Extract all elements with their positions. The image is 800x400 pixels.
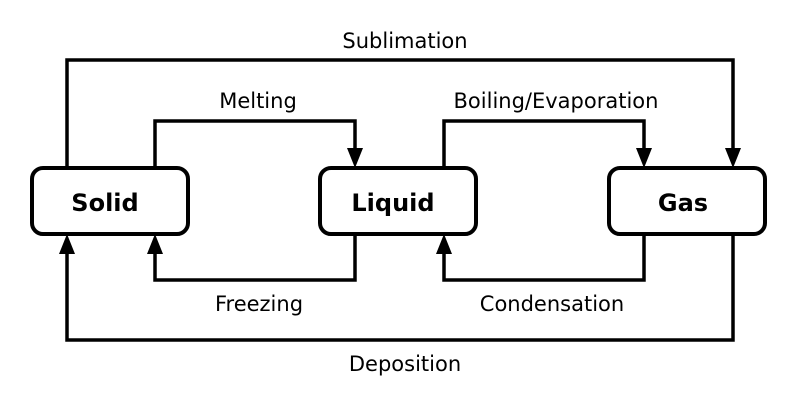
- deposition-label: Deposition: [349, 352, 461, 376]
- gas-box: [607, 166, 767, 236]
- boiling-line: [442, 119, 646, 168]
- freezing-arrowhead: [147, 234, 163, 254]
- condensation-arrowhead: [436, 234, 452, 254]
- condensation-line: [442, 234, 646, 282]
- node-solid: Solid: [30, 166, 190, 236]
- deposition-line: [65, 234, 735, 342]
- solid-box: [30, 166, 190, 236]
- condensation-label: Condensation: [480, 292, 624, 316]
- edge-boiling: Boiling/Evaporation: [442, 89, 659, 168]
- liquid-label: Liquid: [351, 189, 434, 217]
- edge-deposition: Deposition: [59, 234, 735, 376]
- sublimation-label: Sublimation: [342, 29, 467, 53]
- deposition-arrowhead: [59, 234, 75, 254]
- melting-line: [153, 119, 357, 168]
- node-liquid: Liquid: [318, 166, 478, 236]
- boiling-label: Boiling/Evaporation: [454, 89, 659, 113]
- solid-label: Solid: [71, 189, 138, 217]
- melting-arrowhead: [347, 148, 363, 168]
- gas-label: Gas: [658, 189, 708, 217]
- sublimation-arrowhead: [725, 148, 741, 168]
- freezing-label: Freezing: [215, 292, 303, 316]
- freezing-line: [153, 234, 357, 282]
- edge-condensation: Condensation: [436, 234, 646, 316]
- boiling-arrowhead: [636, 148, 652, 168]
- edge-melting: Melting: [153, 89, 363, 168]
- liquid-box: [318, 166, 478, 236]
- edge-freezing: Freezing: [147, 234, 357, 316]
- edge-sublimation: Sublimation: [65, 29, 741, 168]
- sublimation-line: [65, 58, 735, 168]
- melting-label: Melting: [219, 89, 297, 113]
- node-gas: Gas: [607, 166, 767, 236]
